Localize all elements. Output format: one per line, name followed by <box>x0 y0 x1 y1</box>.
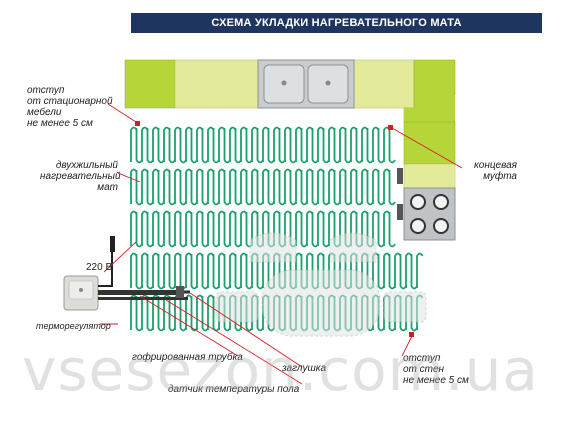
plug-icon <box>176 286 184 298</box>
corrugated-tube-label: гофрированная трубка <box>132 352 243 363</box>
thermostat-icon <box>63 275 99 311</box>
label-line: не менее 5 см <box>403 375 469 386</box>
label-line: нагревательный <box>40 171 121 182</box>
counter-top <box>124 59 456 124</box>
label-line: отступ <box>403 353 441 364</box>
label-line: двухжильный <box>55 160 118 171</box>
label-line: отступ <box>27 85 65 96</box>
label-line: мат <box>97 182 118 193</box>
two-core-mat-label: двухжильный нагревательный мат <box>40 160 121 193</box>
label-line: не менее 5 см <box>27 118 93 129</box>
label-line: от стационарной <box>27 96 113 107</box>
label-line: муфта <box>483 171 517 182</box>
counter-right <box>403 121 456 189</box>
pointer-lines <box>100 103 463 385</box>
heating-mat-strip <box>130 126 396 164</box>
label-line: мебели <box>27 107 62 118</box>
floor-sensor-label: датчик температуры пола <box>168 384 300 395</box>
stove-icon <box>403 187 456 241</box>
voltage-label: 220 В <box>86 262 113 273</box>
label-line: концевая <box>474 160 517 171</box>
offset-walls-label: отступ от стен не менее 5 см <box>403 353 469 386</box>
thermostat-label: терморегулятор <box>36 321 111 331</box>
sink-icon <box>257 59 355 109</box>
plug-label: заглушка <box>282 363 327 374</box>
watermark: vsesezon.com.ua <box>22 336 539 404</box>
end-sleeve-label: концевая муфта <box>455 160 517 182</box>
heating-mat-strip <box>130 168 396 206</box>
table-outline <box>215 232 427 337</box>
offset-furniture-label: отступ от стационарной мебели не менее 5… <box>27 85 113 129</box>
label-line: от стен <box>403 364 445 375</box>
diagram-title: СХЕМА УКЛАДКИ НАГРЕВАТЕЛЬНОГО МАТА <box>131 13 542 33</box>
